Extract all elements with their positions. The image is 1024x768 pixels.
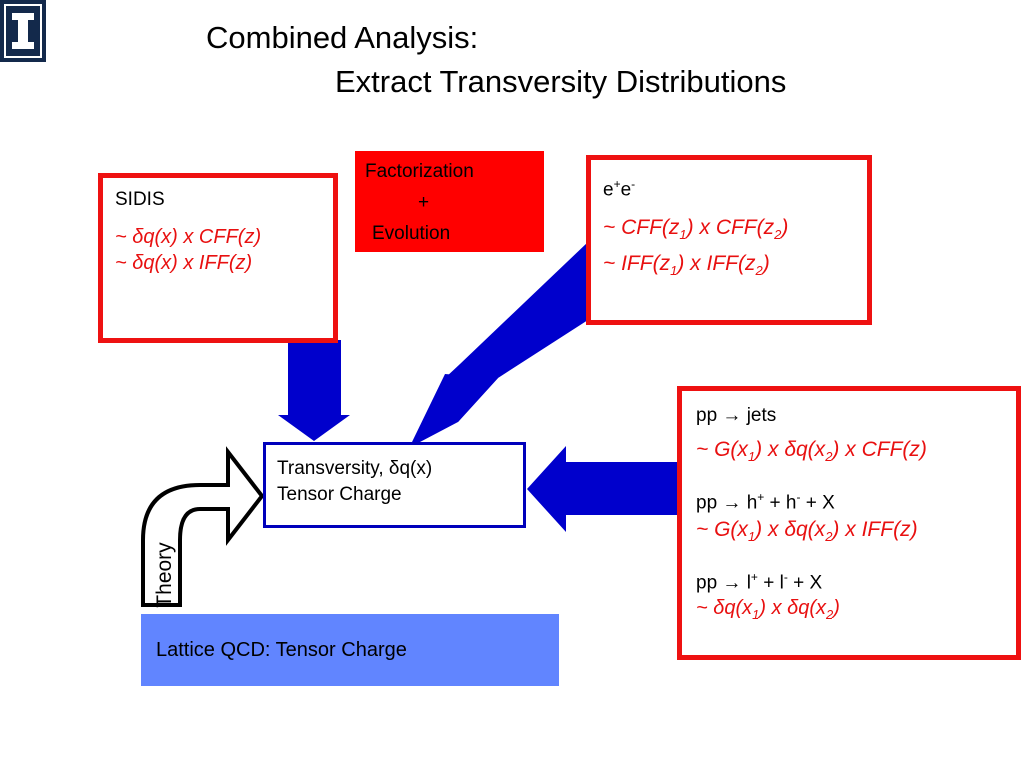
pp-arrow [527, 446, 680, 532]
lattice-qcd-label: Lattice QCD: Tensor Charge [156, 639, 407, 661]
transversity-label: Transversity, δq(x) [277, 458, 433, 479]
tensor-charge-label: Tensor Charge [277, 484, 402, 505]
plus-sign: + [418, 192, 430, 213]
sidis-formula-iff: ~ δq(x) x IFF(z) [115, 252, 253, 274]
university-logo [0, 0, 46, 62]
factorization-evolution-box: Factorization + Evolution [355, 151, 544, 252]
ee-formula-iff: ~ IFF(z1) x IFF(z2) [603, 251, 770, 278]
pp-jets-formula: ~ G(x1) x δq(x2) x CFF(z) [696, 438, 927, 465]
sidis-box: SIDIS ~ δq(x) x CFF(z) ~ δq(x) x IFF(z) [98, 173, 338, 343]
pp-lepton-formula: ~ δq(x1) x δq(x2) [696, 597, 840, 623]
slide-title-line2: Extract Transversity Distributions [335, 64, 787, 99]
pp-jets-heading: pp → jets [696, 405, 777, 426]
sidis-heading: SIDIS [115, 189, 165, 210]
pp-hadron-formula: ~ G(x1) x δq(x2) x IFF(z) [696, 517, 918, 544]
block-i-icon [4, 4, 42, 58]
evolution-label: Evolution [372, 223, 451, 244]
factorization-label: Factorization [365, 161, 474, 182]
sidis-arrow [278, 340, 350, 441]
pp-lepton-heading: pp → l+ + l- + X [696, 569, 823, 594]
pp-box: pp → jets ~ G(x1) x δq(x2) x CFF(z) pp →… [677, 386, 1021, 660]
sidis-formula-cff: ~ δq(x) x CFF(z) [115, 226, 262, 248]
lattice-qcd-box: Lattice QCD: Tensor Charge [141, 614, 559, 686]
theory-arrow [141, 446, 265, 607]
ee-formula-cff: ~ CFF(z1) x CFF(z2) [603, 216, 789, 243]
transversity-box: Transversity, δq(x) Tensor Charge [263, 442, 526, 528]
ee-arrow-head [412, 374, 498, 442]
ee-box: e+e- ~ CFF(z1) x CFF(z2) ~ IFF(z1) x IFF… [586, 155, 872, 325]
ee-heading: e+e- [603, 177, 636, 201]
theory-label: Theory [153, 542, 176, 608]
slide-title-line1: Combined Analysis: [206, 20, 479, 55]
pp-hadron-heading: pp → h+ + h- + X [696, 490, 835, 514]
